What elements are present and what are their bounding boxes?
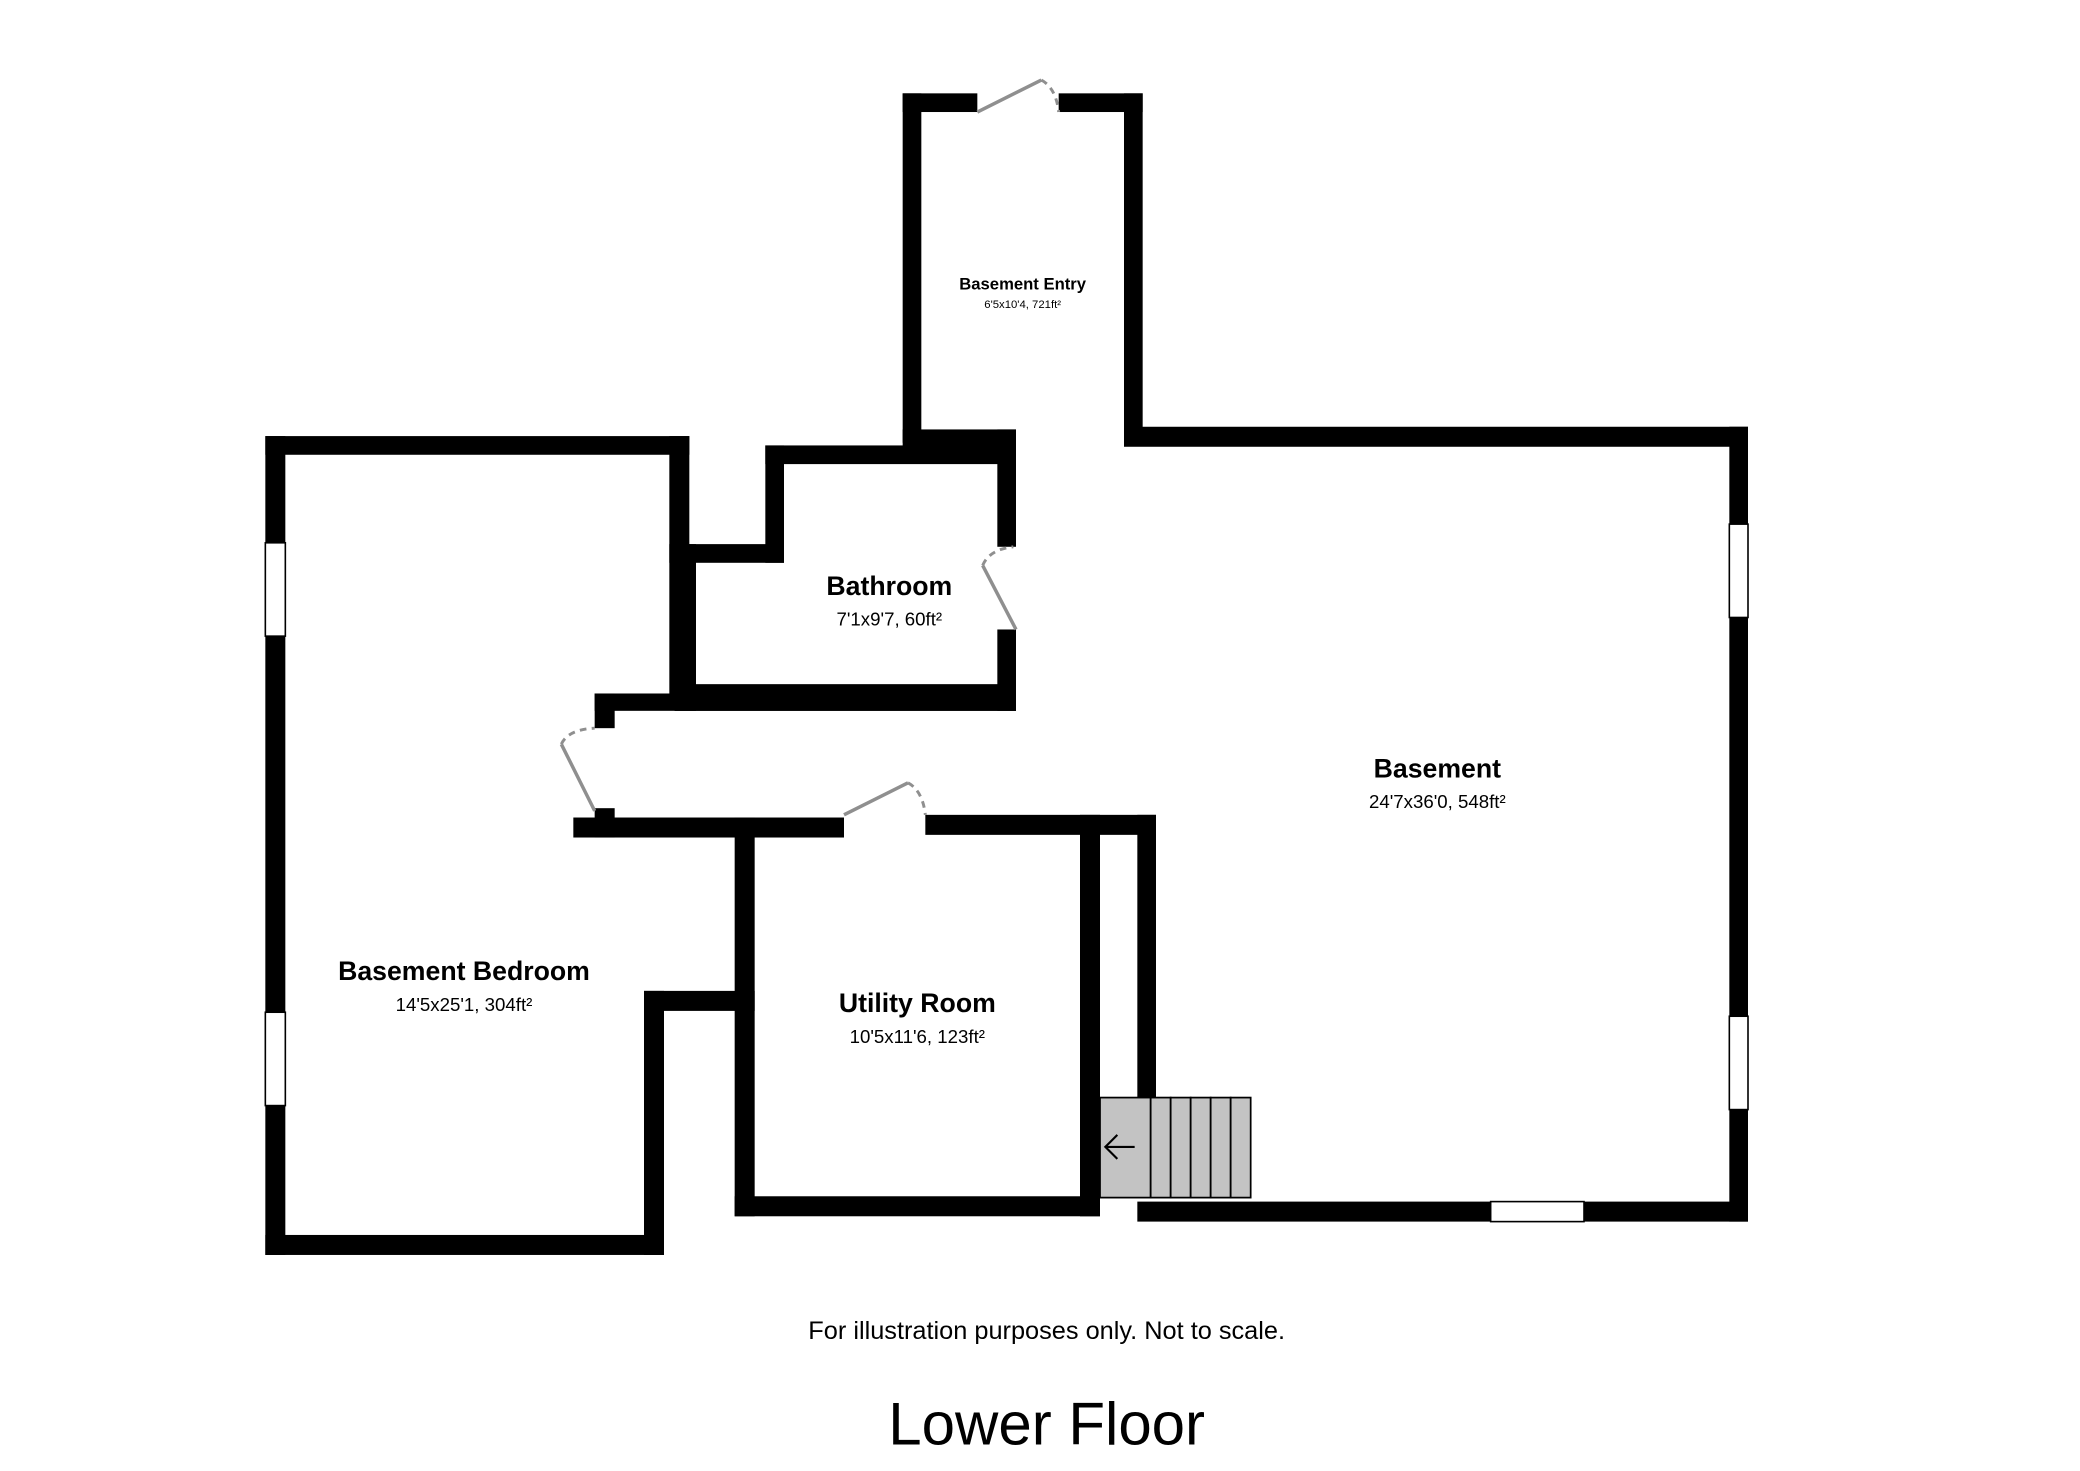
wall-hall-top (594, 693, 1016, 711)
door-bedroom-swing (559, 726, 595, 745)
wall-bedroom-right-lower (644, 990, 664, 1255)
wall-stair-right (1137, 814, 1156, 1098)
wall-bath-top-right (902, 429, 1016, 449)
room-dims-bathroom: 7'1x9'7, 60ft² (837, 608, 943, 629)
wall-utility-left (734, 817, 755, 1217)
room-dims-basement-entry: 6'5x10'4, 721ft² (984, 299, 1061, 311)
stair-step-5 (1229, 1096, 1252, 1199)
door-utility-swing (907, 781, 927, 816)
room-labels: Basement Entry 6'5x10'4, 721ft² Bathroom… (338, 274, 1506, 1047)
wall-entry-top-left (902, 93, 978, 113)
room-name-basement: Basement (1374, 754, 1502, 784)
floor-title: Lower Floor (888, 1390, 1205, 1457)
wall-utility-right (1080, 814, 1100, 1217)
wall-hall-bottom-right (925, 814, 1156, 835)
wall-bedroom-left-1 (265, 436, 286, 543)
room-dims-basement-bedroom: 14'5x25'1, 304ft² (396, 994, 533, 1015)
wall-bedroom-right-upper (669, 436, 690, 697)
door-entry-swing (1040, 78, 1061, 113)
door-entry-leaf (976, 78, 1043, 114)
wall-bath-step-vert (765, 445, 784, 563)
window-basement-right-2 (1728, 1015, 1749, 1111)
wall-entry-right (1124, 93, 1143, 441)
arrow-left-icon (1103, 1134, 1135, 1160)
wall-bath-step-horz (669, 544, 784, 563)
window-basement-right-1 (1728, 523, 1749, 619)
stair-step-3 (1189, 1096, 1212, 1199)
walls (264, 93, 1749, 1255)
wall-bath-top (765, 445, 1016, 465)
door-bath-swing (981, 545, 1014, 567)
room-dims-basement: 24'7x36'0, 548ft² (1369, 791, 1506, 812)
wall-basement-bottom-1 (1137, 1201, 1491, 1222)
wall-bath-right-upper (997, 429, 1016, 547)
stairs (1099, 1096, 1252, 1199)
window-bedroom-left-2 (264, 1011, 287, 1107)
disclaimer-note: For illustration purposes only. Not to s… (808, 1317, 1285, 1345)
wall-hall-bottom-left (573, 817, 844, 838)
wall-entry-left (902, 93, 922, 443)
door-utility-leaf (843, 781, 909, 817)
wall-basement-right-2 (1729, 617, 1748, 1017)
wall-bedroom-left-2 (265, 636, 286, 1013)
window-bedroom-left-1 (264, 541, 287, 637)
room-name-bathroom: Bathroom (826, 571, 952, 601)
stair-step-2 (1169, 1096, 1192, 1199)
wall-bedroom-bottom (265, 1234, 664, 1255)
window-basement-bottom (1489, 1200, 1585, 1223)
door-bedroom-leaf (559, 743, 597, 812)
door-bath-leaf (981, 564, 1018, 631)
wall-basement-right-1 (1729, 426, 1748, 525)
room-name-basement-bedroom: Basement Bedroom (338, 956, 590, 986)
wall-bedroom-notch (644, 990, 755, 1011)
wall-basement-bottom-2 (1584, 1201, 1748, 1222)
stair-step-4 (1209, 1096, 1232, 1199)
room-name-basement-entry: Basement Entry (959, 274, 1087, 293)
wall-basement-top (1124, 426, 1748, 447)
doors (559, 78, 1061, 817)
room-dims-utility-room: 10'5x11'6, 123ft² (850, 1026, 985, 1047)
wall-bedroom-top (265, 436, 690, 455)
room-name-utility-room: Utility Room (839, 988, 996, 1018)
stair-step-1 (1149, 1096, 1172, 1199)
wall-hall-top-stub (594, 693, 615, 729)
wall-utility-bottom (734, 1196, 1100, 1217)
wall-bedroom-left-3 (265, 1105, 286, 1255)
wall-entry-top-right (1058, 93, 1143, 113)
wall-basement-right-3 (1729, 1109, 1748, 1222)
